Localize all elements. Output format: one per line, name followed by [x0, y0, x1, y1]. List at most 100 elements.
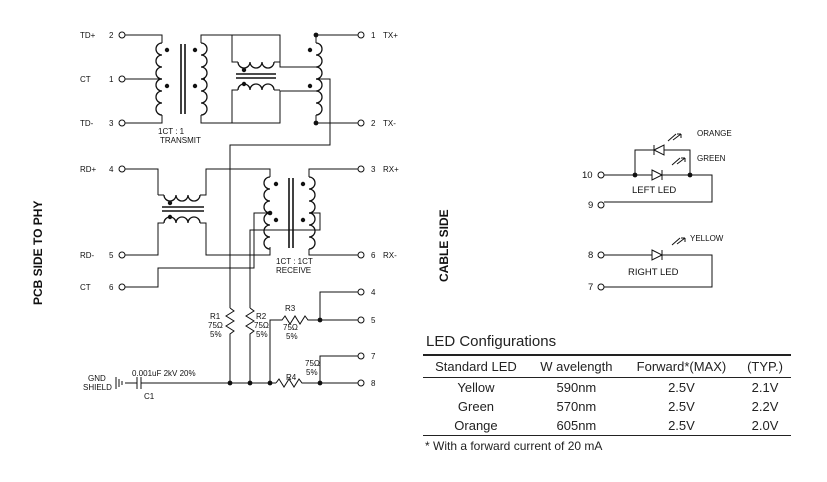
table-cell: 605nm: [528, 416, 624, 436]
pin-label-tx-plus: TX+: [383, 31, 398, 40]
resistor-ref: R2: [256, 312, 267, 321]
led-color-yellow: YELLOW: [690, 234, 724, 243]
pin-terminal: [597, 171, 605, 179]
pin-number: 2: [109, 31, 114, 40]
led-pin-number: 9: [588, 200, 593, 211]
termination-network: R1 75Ω 5% R2 75Ω 5% R3 75Ω 5% R4 75Ω 5%: [83, 78, 376, 401]
pin-label-ct: CT: [80, 75, 91, 84]
pin-number: 5: [109, 251, 114, 260]
column-header: (TYP.): [739, 354, 791, 378]
gnd-label: GND: [88, 374, 106, 383]
pin-label-rd-plus: RD+: [80, 165, 97, 174]
resistor-ref: R4: [286, 373, 297, 382]
pin-terminal: [118, 119, 126, 127]
resistor-value: 75Ω: [305, 359, 320, 368]
pin-number: 4: [109, 165, 114, 174]
table-cell: 570nm: [556, 399, 597, 414]
led-pin-number: 7: [588, 282, 593, 293]
pin-number: 3: [371, 165, 376, 174]
receive-caption: RECEIVE: [276, 266, 311, 275]
pin-number: 5: [371, 316, 376, 325]
led-configurations: LED Configurations Standard LED W avelen…: [423, 333, 793, 453]
resistor-value: 75Ω: [254, 321, 269, 330]
resistor-tol: 5%: [256, 330, 268, 339]
pin-terminal: [357, 119, 365, 127]
table-cell: 2.5V: [668, 399, 695, 414]
left-led-label: LEFT LED: [632, 185, 676, 196]
pin-number: 3: [109, 119, 114, 128]
cable-side-label: CABLE SIDE: [437, 209, 451, 282]
pin-terminal: [118, 251, 126, 259]
pin-label-td-minus: TD-: [80, 119, 94, 128]
table-row: Yellow 590nm 2.5V 2.1V: [423, 378, 791, 398]
table-row: Orange 605nm 2.5V 2.0V: [423, 416, 791, 436]
resistor-tol: 5%: [210, 330, 222, 339]
transmit-ratio: 1CT : 1: [158, 127, 185, 136]
table-cell: 590nm: [556, 380, 597, 395]
led-color-green: GREEN: [697, 154, 726, 163]
table-row: Green 570nm 2.5V 2.2V: [423, 397, 791, 416]
column-header: Forward*(MAX): [623, 354, 740, 378]
led-table-title: LED Configurations: [426, 333, 557, 350]
pin-terminal: [118, 31, 126, 39]
pin-number: 7: [371, 352, 376, 361]
pin-label-ct: CT: [80, 283, 91, 292]
pin-terminal: [357, 316, 365, 324]
pin-terminal: [357, 165, 365, 173]
pin-number: 4: [371, 288, 376, 297]
pin-terminal: [357, 31, 365, 39]
led-table-note: * With a forward current of 20 mA: [425, 439, 603, 453]
pin-label-tx-minus: TX-: [383, 119, 396, 128]
receive-section: RD+ 4 RD- 5 CT 6 1CT : 1CT REC: [80, 165, 399, 292]
pin-number: 1: [371, 31, 376, 40]
pcb-side-label: PCB SIDE TO PHY: [31, 201, 45, 305]
resistor-value: 75Ω: [283, 323, 298, 332]
transmit-section: TD+ 2 CT 1 TD- 3 1CT : 1 TRANSMIT: [80, 31, 398, 145]
capacitor-ref: C1: [144, 392, 155, 401]
column-header: Standard LED: [423, 354, 529, 378]
resistor-tol: 5%: [286, 332, 298, 341]
pin-terminal: [597, 201, 605, 209]
pin-label-rd-minus: RD-: [80, 251, 95, 260]
table-cell: 2.2V: [751, 399, 779, 414]
led-color-orange: ORANGE: [697, 129, 732, 138]
pin-terminal: [357, 288, 365, 296]
pin-number: 8: [371, 379, 376, 388]
pin-terminal: [357, 251, 365, 259]
resistor-ref: R1: [210, 312, 221, 321]
right-led-label: RIGHT LED: [628, 267, 679, 278]
pin-terminal: [597, 251, 605, 259]
pin-terminal: [357, 379, 365, 387]
pin-number: 6: [109, 283, 114, 292]
pin-number: 1: [109, 75, 114, 84]
shield-label: SHIELD: [83, 383, 112, 392]
table-cell: 2.5V: [668, 380, 695, 395]
column-header: W avelength: [528, 354, 624, 378]
led-pin-number: 8: [588, 250, 593, 261]
pin-terminal: [118, 165, 126, 173]
pin-terminal: [118, 75, 126, 83]
pin-label-td-plus: TD+: [80, 31, 96, 40]
pin-label-rx-minus: RX-: [383, 251, 397, 260]
pin-number: 6: [371, 251, 376, 260]
transmit-caption: TRANSMIT: [160, 136, 201, 145]
resistor-ref: R3: [285, 304, 296, 313]
led-section: 10 ORANGE GREEN LEFT LED 9 8 YELL: [582, 129, 732, 293]
table-cell: Orange: [423, 416, 529, 436]
table-cell: Yellow: [457, 380, 495, 395]
resistor-value: 75Ω: [208, 321, 223, 330]
led-table: Standard LED W avelength Forward*(MAX) (…: [423, 354, 791, 436]
table-cell: 2.1V: [751, 380, 779, 395]
receive-ratio: 1CT : 1CT: [276, 257, 313, 266]
pin-terminal: [118, 283, 126, 291]
table-cell: 2.0V: [739, 416, 791, 436]
led-pin-number: 10: [582, 170, 593, 181]
table-cell: Green: [457, 399, 495, 414]
table-cell: 2.5V: [623, 416, 740, 436]
pin-label-rx-plus: RX+: [383, 165, 399, 174]
table-header-row: Standard LED W avelength Forward*(MAX) (…: [423, 354, 791, 378]
pin-terminal: [597, 283, 605, 291]
capacitor-spec: 0.001uF 2kV 20%: [132, 369, 196, 378]
resistor-tol: 5%: [306, 368, 318, 377]
